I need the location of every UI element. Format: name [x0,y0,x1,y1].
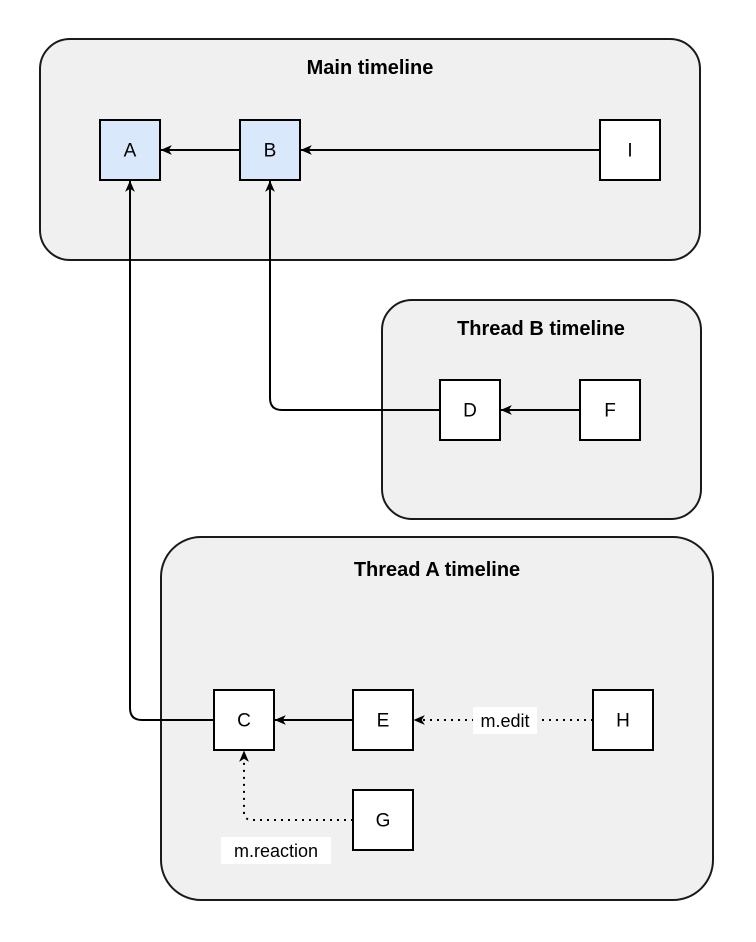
node-d: D [439,379,501,441]
node-h: H [592,689,654,751]
node-b-box [239,119,301,181]
thread-a-timeline-title: Thread A timeline [354,559,520,581]
edge-label-m-edit: m.edit [473,707,537,734]
edge-g-to-c [239,750,353,821]
node-a: A [99,119,161,181]
node-b: B [239,119,301,181]
m-edit-label-bg [473,707,537,734]
m-reaction-label-bg [221,837,331,864]
node-a-box [99,119,161,181]
node-h-box [592,689,654,751]
edge-d-to-b [265,180,440,411]
node-g: G [352,789,414,851]
node-e: E [352,689,414,751]
edge-c-to-a [125,180,214,721]
node-c: C [213,689,275,751]
node-g-label: G [376,811,391,832]
m-edit-label: m.edit [480,711,529,731]
thread-b-timeline-title: Thread B timeline [457,318,625,340]
node-c-box [213,689,275,751]
node-e-label: E [377,711,390,732]
node-c-label: C [237,711,251,732]
node-f: F [579,379,641,441]
thread-a-timeline-container: Thread A timeline [160,536,714,901]
node-d-label: D [463,401,477,422]
node-i: I [599,119,661,181]
m-reaction-label: m.reaction [234,841,318,861]
node-i-box [599,119,661,181]
node-f-box [579,379,641,441]
node-i-label: I [627,141,632,162]
node-a-label: A [124,141,137,162]
thread-a-timeline-box [160,536,714,901]
main-timeline-title: Main timeline [307,57,434,79]
node-b-label: B [264,141,277,162]
node-e-box [352,689,414,751]
edge-label-m-reaction: m.reaction [221,837,331,864]
node-h-label: H [616,711,630,732]
node-d-box [439,379,501,441]
node-g-box [352,789,414,851]
node-f-label: F [604,401,616,422]
